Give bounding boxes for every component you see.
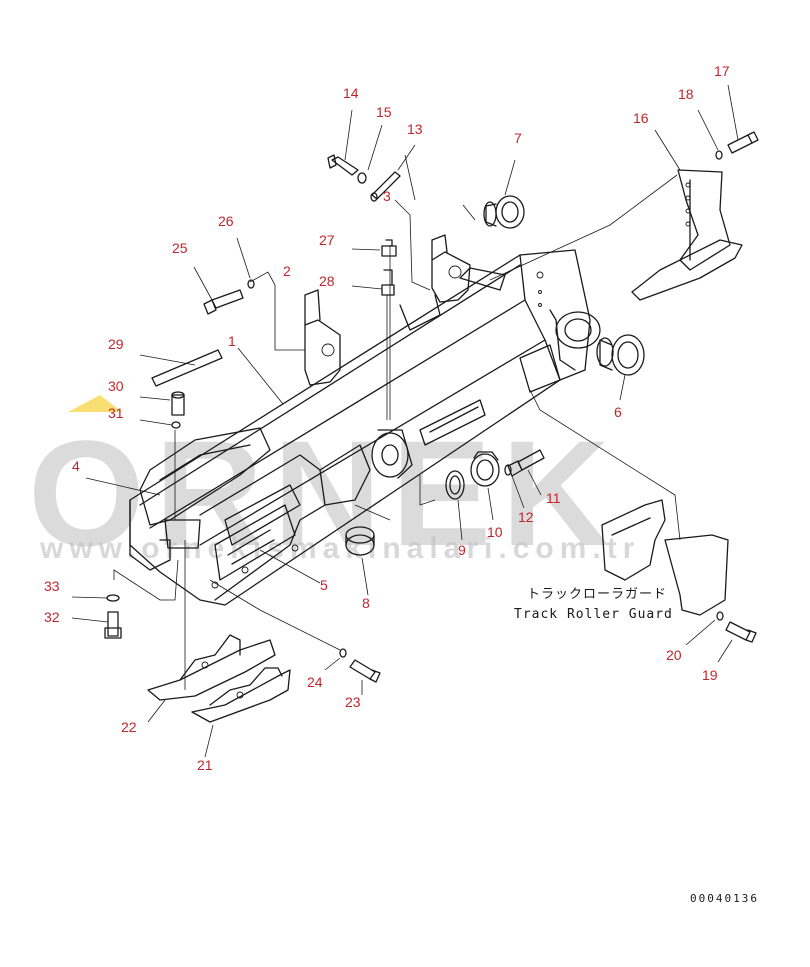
bolt-part-11 bbox=[504, 449, 545, 477]
callout-1: 1 bbox=[228, 333, 236, 349]
bushing-part-6 bbox=[596, 334, 645, 376]
callout-23: 23 bbox=[345, 694, 361, 710]
callout-3: 3 bbox=[383, 188, 391, 204]
callout-32: 32 bbox=[44, 609, 60, 625]
caption-english: Track Roller Guard bbox=[514, 607, 673, 622]
nut-part-10 bbox=[470, 451, 500, 487]
callout-8: 8 bbox=[362, 595, 370, 611]
bracket-part-3 bbox=[431, 234, 471, 303]
seal-part-9 bbox=[445, 470, 465, 500]
callout-7: 7 bbox=[514, 130, 522, 146]
callout-33: 33 bbox=[44, 578, 60, 594]
callout-4: 4 bbox=[72, 458, 80, 474]
bushing-part-8 bbox=[345, 526, 375, 556]
callout-16: 16 bbox=[633, 110, 649, 126]
guard-part-4 bbox=[129, 499, 171, 571]
callout-2: 2 bbox=[283, 263, 291, 279]
callout-9: 9 bbox=[458, 542, 466, 558]
watermark-url: www.ornekismakinalari.com.tr bbox=[39, 532, 640, 565]
bushing-part-7 bbox=[483, 195, 525, 229]
callout-20: 20 bbox=[666, 647, 682, 663]
watermark: ORNEK www.ornekismakinalari.com.tr bbox=[28, 395, 640, 577]
guard-part-21 bbox=[191, 667, 291, 723]
bolt-part-19 bbox=[716, 611, 757, 643]
plug-part-27 bbox=[381, 239, 397, 257]
guard-part-22 bbox=[147, 634, 276, 701]
caption-block: トラックローラガード Track Roller Guard 00040136 bbox=[514, 587, 759, 905]
callout-27: 27 bbox=[319, 232, 335, 248]
callout-24: 24 bbox=[307, 674, 323, 690]
callout-17: 17 bbox=[714, 63, 730, 79]
leader-lines bbox=[71, 84, 739, 758]
callout-15: 15 bbox=[376, 104, 392, 120]
callout-31: 31 bbox=[108, 405, 124, 421]
callout-28: 28 bbox=[319, 273, 335, 289]
caption-japanese: トラックローラガード bbox=[527, 587, 667, 602]
fitting-part-28 bbox=[381, 269, 395, 296]
callout-22: 22 bbox=[121, 719, 137, 735]
bracket-part-2 bbox=[304, 289, 341, 386]
bolt-part-25 bbox=[203, 279, 255, 315]
callout-18: 18 bbox=[678, 86, 694, 102]
bolt-part-14 bbox=[327, 154, 367, 184]
guard-part-16 bbox=[631, 169, 743, 301]
callout-14: 14 bbox=[343, 85, 359, 101]
sleeve-part-30 bbox=[171, 391, 185, 416]
track-roller-guard bbox=[601, 499, 729, 616]
bolt-part-17 bbox=[715, 131, 759, 160]
drawing-number: 00040136 bbox=[690, 892, 759, 905]
bolt-part-32 bbox=[104, 594, 122, 639]
callout-12: 12 bbox=[518, 509, 534, 525]
callout-30: 30 bbox=[108, 378, 124, 394]
watermark-accent-mark bbox=[68, 395, 122, 412]
callout-5: 5 bbox=[320, 577, 328, 593]
callout-19: 19 bbox=[702, 667, 718, 683]
callout-11: 11 bbox=[546, 490, 561, 506]
plate-part-5 bbox=[224, 484, 301, 546]
pin-part-13 bbox=[370, 171, 401, 202]
callout-labels: 1 2 3 4 5 6 7 8 9 10 12 11 13 14 15 16 1… bbox=[44, 63, 730, 773]
bolt-part-23 bbox=[339, 648, 381, 683]
callout-6: 6 bbox=[614, 404, 622, 420]
callout-29: 29 bbox=[108, 336, 124, 352]
callout-13: 13 bbox=[407, 121, 423, 137]
callout-10: 10 bbox=[487, 524, 503, 540]
callout-21: 21 bbox=[197, 757, 213, 773]
callout-26: 26 bbox=[218, 213, 234, 229]
plate-part-29 bbox=[151, 349, 223, 387]
track-frame-part-1 bbox=[129, 249, 601, 606]
watermark-brand: ORNEK bbox=[28, 409, 620, 577]
callout-25: 25 bbox=[172, 240, 188, 256]
